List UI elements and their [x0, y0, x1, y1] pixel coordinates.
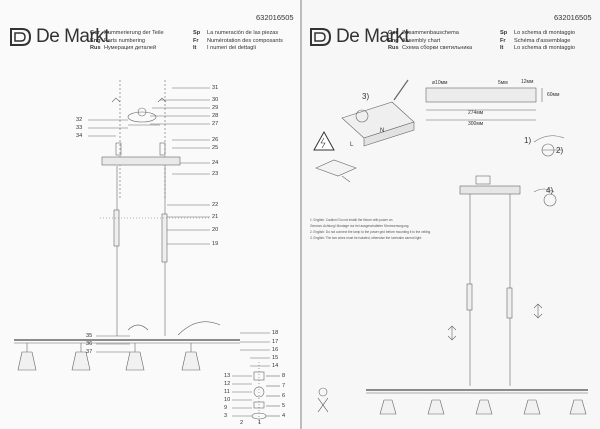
- dimension-length-1: 274мм: [468, 110, 484, 116]
- brand-name: De Markt: [36, 26, 110, 47]
- part-number: 5: [282, 403, 286, 409]
- step-label: 3): [362, 92, 370, 101]
- part-number: 20: [212, 227, 219, 233]
- part-number: 7: [282, 383, 286, 389]
- step-label: 1): [524, 136, 532, 145]
- part-number: 25: [212, 145, 219, 151]
- part-number: 16: [272, 347, 279, 353]
- dimension-height: 60мм: [547, 92, 560, 98]
- dimension-a: 5мм: [498, 80, 508, 86]
- part-number: 30: [212, 97, 219, 103]
- part-number: 11: [224, 389, 230, 395]
- part-number: 19: [212, 241, 219, 247]
- brand-logo: De Markt: [8, 26, 110, 48]
- part-number: 33: [76, 125, 83, 131]
- part-number: 31: [212, 85, 219, 91]
- part-number: 13: [224, 373, 231, 379]
- brand-name: De Markt: [336, 26, 410, 47]
- part-number: 12: [224, 381, 231, 387]
- part-number: 27: [212, 121, 219, 127]
- parts-exploded-drawing: [14, 80, 280, 424]
- part-number: 32: [76, 117, 83, 123]
- instruction-paragraph: 3. English: The two wires must be isolat…: [310, 236, 423, 241]
- part-number: 35: [86, 333, 93, 339]
- instructions-text: 1. English: Caution! Do not install the …: [310, 218, 450, 242]
- instruction-paragraph: 1. English: Caution! Do not install the …: [310, 218, 394, 222]
- part-number: 37: [86, 349, 93, 355]
- part-number: 9: [224, 405, 228, 411]
- part-number: 29: [212, 105, 219, 111]
- model-code: 632016505: [256, 13, 294, 22]
- part-number: 17: [272, 339, 279, 345]
- page-fold: [300, 0, 302, 429]
- part-number: 1: [258, 420, 262, 426]
- instruction-paragraph: German: Achtung! Montage nur bei ausgesc…: [310, 224, 410, 229]
- part-number: 15: [272, 355, 279, 361]
- part-number: 26: [212, 137, 219, 143]
- wire-label-n: N: [380, 128, 385, 134]
- dimension-b: 12мм: [521, 79, 534, 85]
- part-number: 21: [212, 214, 219, 220]
- brand-logo: De Markt: [308, 26, 410, 48]
- wire-label-l: L: [350, 142, 354, 148]
- dimension-diameter: ø10мм: [432, 80, 448, 86]
- part-number: 23: [212, 171, 219, 177]
- part-number: 34: [76, 133, 83, 139]
- brand-mark-icon: [8, 27, 32, 47]
- part-number: 36: [86, 341, 93, 347]
- dimension-length-2: 300мм: [468, 121, 484, 127]
- part-number: 28: [212, 113, 219, 119]
- step-label: 2): [556, 146, 564, 155]
- part-number: 6: [282, 393, 286, 399]
- model-code: 632016505: [554, 13, 592, 22]
- assembly-drawing: [313, 79, 588, 415]
- part-number: 22: [212, 202, 219, 208]
- part-number: 18: [272, 330, 279, 336]
- part-number: 14: [272, 363, 279, 369]
- instruction-paragraph: 2. English: Do not connect the lamp to t…: [310, 230, 432, 235]
- part-number: 4: [282, 413, 286, 419]
- part-number: 2: [240, 420, 244, 426]
- part-number: 8: [282, 373, 286, 379]
- part-number: 10: [224, 397, 231, 403]
- part-number: 3: [224, 413, 228, 419]
- brand-mark-icon: [308, 27, 332, 47]
- part-number: 24: [212, 160, 219, 166]
- step-label: 4): [546, 186, 554, 195]
